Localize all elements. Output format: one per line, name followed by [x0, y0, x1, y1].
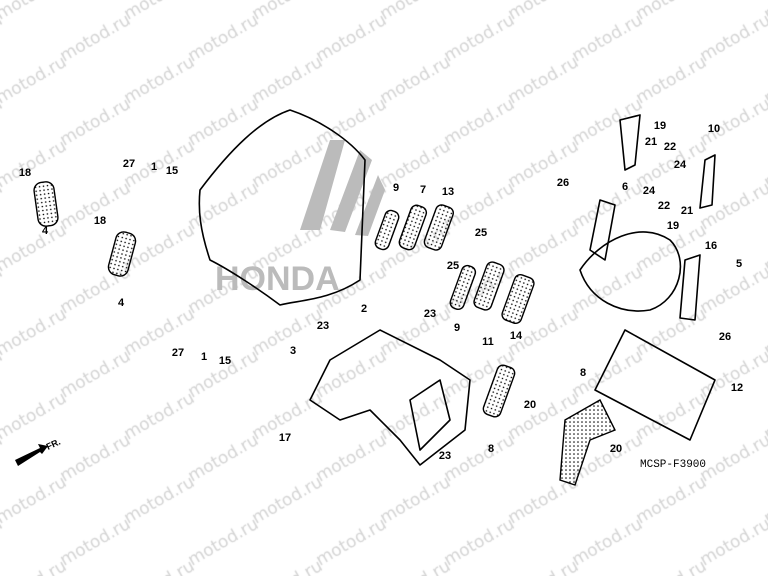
- callout-4: 4: [118, 297, 125, 309]
- inner-fairing: [309, 329, 471, 466]
- callout-20: 20: [610, 443, 622, 455]
- callout-24: 24: [643, 185, 656, 197]
- windscreen: [198, 109, 366, 306]
- callout-1: 1: [201, 351, 207, 363]
- callout-23: 23: [424, 308, 436, 320]
- callout-19: 19: [667, 220, 679, 232]
- callout-3: 3: [290, 345, 296, 357]
- callout-17: 17: [279, 432, 291, 444]
- callout-12: 12: [731, 382, 743, 394]
- callout-4: 4: [42, 225, 49, 237]
- visor-panel: [559, 329, 716, 486]
- callout-25: 25: [447, 260, 459, 272]
- callout-6: 6: [622, 181, 628, 193]
- fr-arrow: FR.: [15, 437, 62, 466]
- callout-9: 9: [393, 182, 399, 194]
- callout-9: 9: [454, 322, 460, 334]
- callout-14: 14: [510, 330, 523, 342]
- callout-8: 8: [488, 443, 494, 455]
- callout-15: 15: [219, 355, 231, 367]
- callout-8: 8: [580, 367, 586, 379]
- honda-logo-text: HONDA: [215, 260, 340, 298]
- callout-5: 5: [736, 258, 742, 270]
- callout-27: 27: [172, 347, 184, 359]
- callout-23: 23: [439, 450, 451, 462]
- callout-13: 13: [442, 186, 454, 198]
- callout-18: 18: [94, 215, 106, 227]
- callout-16: 16: [705, 240, 717, 252]
- callout-27: 27: [123, 158, 135, 170]
- callout-10: 10: [708, 123, 720, 135]
- fr-label: FR.: [45, 437, 62, 452]
- honda-logo: HONDA: [215, 140, 385, 298]
- bracket-assembly: [579, 114, 716, 321]
- callout-21: 21: [645, 136, 657, 148]
- callout-21: 21: [681, 205, 693, 217]
- callout-15: 15: [166, 165, 178, 177]
- callout-23: 23: [317, 320, 329, 332]
- callout-20: 20: [524, 399, 536, 411]
- callout-22: 22: [658, 200, 670, 212]
- callout-26: 26: [719, 331, 731, 343]
- drawing-code: MCSP-F3900: [640, 459, 706, 471]
- callout-18: 18: [19, 167, 31, 179]
- callout-1: 1: [151, 161, 157, 173]
- side-trims: [33, 181, 535, 418]
- callout-11: 11: [482, 336, 494, 348]
- callout-2: 2: [361, 303, 367, 315]
- callout-19: 19: [654, 120, 666, 132]
- callout-22: 22: [664, 141, 676, 153]
- callout-7: 7: [420, 184, 426, 196]
- callout-26: 26: [557, 177, 569, 189]
- callout-24: 24: [674, 159, 687, 171]
- callout-25: 25: [475, 227, 487, 239]
